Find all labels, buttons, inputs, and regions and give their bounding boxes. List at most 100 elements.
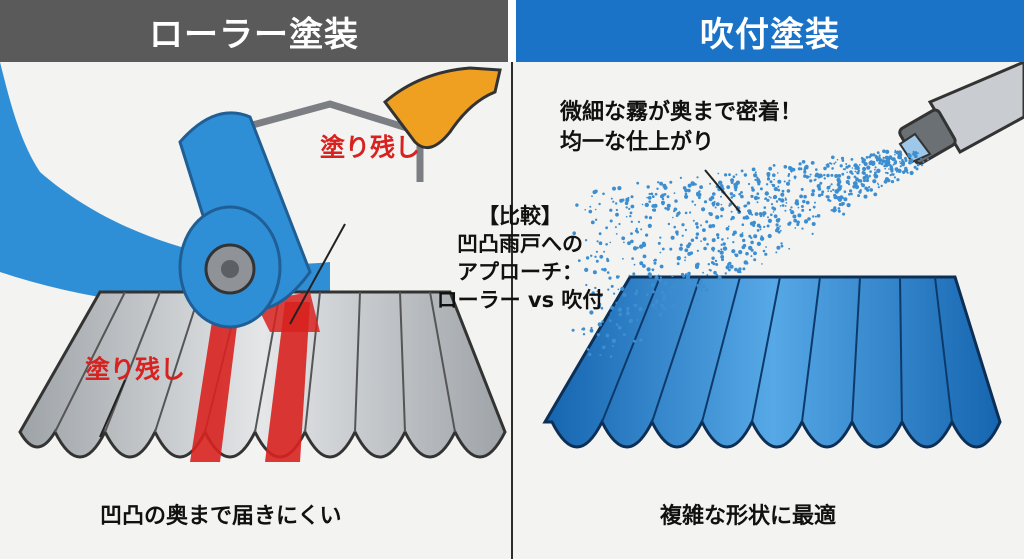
mist-dot — [702, 271, 704, 274]
mist-dot — [868, 160, 873, 166]
mist-dot — [779, 205, 782, 207]
mist-dot — [869, 156, 871, 159]
mist-dot — [676, 262, 680, 266]
center-divider — [511, 62, 513, 559]
mist-dot — [922, 161, 925, 163]
mist-dot — [660, 303, 665, 308]
mist-dot — [606, 271, 610, 274]
mist-dot — [830, 162, 833, 165]
mist-dot — [633, 303, 637, 307]
mist-dot — [691, 181, 696, 186]
mist-dot — [899, 165, 902, 168]
mist-dot — [716, 236, 720, 239]
mist-dot — [745, 251, 749, 256]
mist-dot — [761, 263, 763, 265]
mist-dot — [797, 167, 802, 171]
mist-dot — [850, 192, 853, 196]
mist-dot — [759, 236, 765, 241]
mist-dot — [814, 201, 816, 204]
mist-dot — [712, 262, 716, 266]
mist-dot — [687, 183, 692, 188]
mist-dot — [614, 226, 617, 229]
mist-dot — [597, 304, 601, 309]
mist-dot — [768, 174, 771, 177]
mist-dot — [810, 192, 815, 197]
mist-dot — [619, 198, 624, 203]
header-gap — [508, 0, 516, 62]
mist-dot — [779, 225, 781, 228]
mist-dot — [706, 274, 709, 276]
mist-dot — [787, 222, 791, 226]
mist-dot — [689, 211, 692, 214]
mist-dot — [700, 240, 702, 243]
mist-dot — [687, 188, 691, 193]
mist-dot — [772, 207, 777, 211]
mist-dot — [661, 200, 665, 205]
mist-dot — [708, 197, 713, 202]
mist-dot — [647, 223, 652, 228]
mist-dot — [920, 164, 924, 167]
mist-dot — [756, 178, 760, 182]
mist-dot — [812, 215, 815, 218]
mist-dot — [775, 228, 779, 233]
mist-dot — [609, 355, 613, 358]
mist-dot — [764, 252, 768, 256]
mist-dot — [913, 165, 917, 169]
mist-dot — [633, 263, 636, 266]
mist-dot — [845, 163, 848, 165]
mist-dot — [889, 167, 894, 171]
mist-dot — [884, 155, 889, 160]
mist-dot — [904, 168, 909, 173]
mist-dot — [803, 194, 807, 199]
mist-dot — [646, 185, 650, 189]
mist-dot — [788, 179, 791, 182]
mist-dot — [696, 297, 698, 300]
comparison-line-4: ローラー vs 吹付 — [436, 288, 604, 312]
mist-dot — [753, 195, 759, 201]
mist-dot — [772, 173, 776, 177]
mist-dot — [874, 171, 877, 174]
mist-dot — [584, 239, 588, 242]
mist-dot — [874, 166, 877, 169]
mist-dot — [650, 192, 654, 196]
mist-dot — [757, 182, 761, 186]
mist-dot — [608, 319, 612, 323]
mist-dot — [837, 209, 841, 213]
mist-dot — [900, 160, 906, 166]
mist-dot — [862, 171, 866, 175]
mist-dot — [612, 200, 615, 203]
mist-dot — [714, 259, 718, 263]
mist-dot — [661, 193, 665, 198]
mist-dot — [869, 153, 873, 157]
mist-dot — [663, 185, 668, 190]
mist-dot — [767, 218, 773, 223]
mist-dot — [796, 223, 800, 227]
mist-dot — [802, 199, 806, 204]
mist-dot — [825, 195, 829, 198]
mist-dot — [786, 181, 790, 186]
mist-dot — [926, 158, 930, 161]
mist-dot — [705, 288, 709, 292]
mist-dot — [711, 238, 716, 243]
mist-dot — [659, 264, 664, 269]
mist-dot — [630, 204, 635, 209]
mist-dot — [722, 246, 728, 251]
mist-dot — [855, 179, 858, 182]
mist-dot — [865, 156, 869, 159]
mist-dot — [589, 205, 592, 208]
mist-dot — [823, 177, 826, 180]
mist-dot — [817, 193, 822, 198]
mist-dot — [712, 250, 715, 252]
mist-dot — [697, 192, 702, 197]
mist-dot — [893, 176, 897, 179]
roller-painting-header: ローラー塗装 — [0, 0, 508, 62]
mist-dot — [773, 186, 778, 192]
mist-dot — [605, 243, 608, 246]
mist-dot — [696, 249, 700, 252]
mist-dot — [676, 256, 681, 261]
mist-dot — [728, 268, 731, 272]
mist-dot — [781, 189, 785, 193]
mist-dot — [780, 242, 783, 245]
mist-dot — [652, 208, 655, 212]
mist-dot — [615, 323, 619, 326]
